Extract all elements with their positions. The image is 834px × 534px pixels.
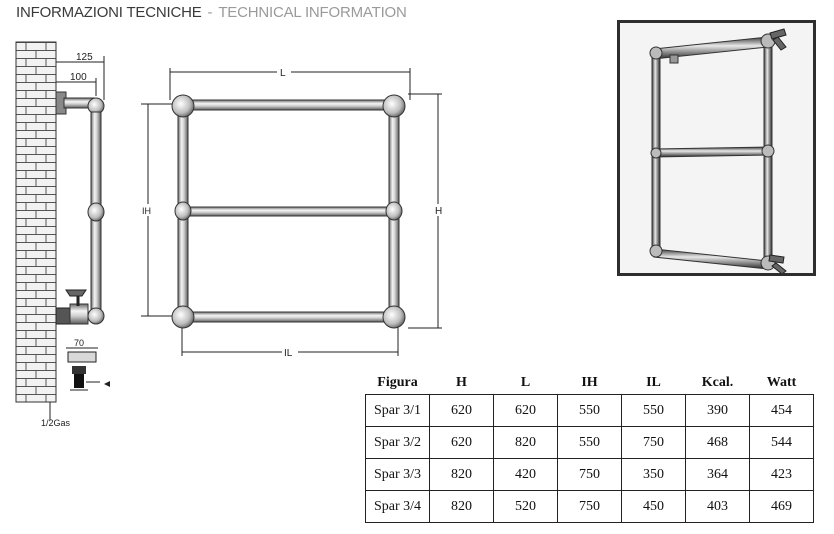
side-knob-middle [87,202,105,222]
table-cell: Spar 3/3 [365,458,430,491]
middle-rail [185,206,393,217]
knob-top-left [171,94,195,118]
table-cell: 820 [493,426,558,459]
title-italian: INFORMAZIONI TECNICHE [16,4,202,21]
table-cell: 350 [621,458,686,491]
knob-bottom-right [382,305,406,329]
header-il: IL [646,375,661,390]
table-cell: 544 [749,426,814,459]
table-cell: 450 [621,490,686,523]
table-cell: 620 [429,426,494,459]
title-separator: - [207,4,213,21]
header-watt: Watt [766,375,797,390]
valve-detail-icon [66,347,110,391]
specifications-table: Figura H L IH IL Kcal. Watt Spar 3/1 620… [365,372,814,523]
table-cell: 364 [685,458,750,491]
side-knob-bottom [87,307,105,325]
table-cell: 403 [685,490,750,523]
table-cell: 520 [493,490,558,523]
dim-100-label: 100 [70,72,87,83]
knob-top-right [382,94,406,118]
dim-IH-label: IH [142,206,151,216]
table-cell: 468 [685,426,750,459]
table-cell: 620 [493,394,558,427]
table-cell: 820 [429,458,494,491]
header-l: L [520,375,531,390]
table-row: Spar 3/4 820 520 750 450 403 469 [365,490,814,523]
header-kcal: Kcal. [701,375,734,390]
table-cell: 423 [749,458,814,491]
table-cell: Spar 3/2 [365,426,430,459]
table-cell: 750 [557,458,622,491]
table-row: Spar 3/3 820 420 750 350 364 423 [365,458,814,491]
side-view: 125 100 70 1/2Gas [15,41,110,428]
product-photo [617,20,816,276]
knob-middle-right [385,201,403,221]
side-dimension-lines [56,56,105,100]
table-row: Spar 3/1 620 620 550 550 390 454 [365,394,814,427]
table-cell: 750 [557,490,622,523]
valve-icon [55,289,89,325]
table-cell: 469 [749,490,814,523]
table-cell: 550 [557,426,622,459]
table-cell: 454 [749,394,814,427]
table-cell: 390 [685,394,750,427]
table-row: Spar 3/2 620 820 550 750 468 544 [365,426,814,459]
header-ih: IH [581,375,598,390]
top-rail [185,99,393,111]
table-cell: Spar 3/1 [365,394,430,427]
gas-connection-label: 1/2Gas [41,418,71,428]
header-figura: Figura [377,375,418,390]
bottom-rail [185,311,393,323]
table-cell: 620 [429,394,494,427]
table-cell: 820 [429,490,494,523]
knob-middle-left [174,201,192,221]
front-view: L IL IH H [141,66,445,359]
title-english: TECHNICAL INFORMATION [218,4,407,21]
table-cell: Spar 3/4 [365,490,430,523]
dim-H-label: H [435,206,442,217]
table-cell: 420 [493,458,558,491]
table-cell: 550 [621,394,686,427]
knob-bottom-left [171,305,195,329]
table-cell: 750 [621,426,686,459]
dim-IL-label: IL [284,348,293,359]
section-title: INFORMAZIONI TECNICHE-TECHNICAL INFORMAT… [16,4,407,21]
table-cell: 550 [557,394,622,427]
table-header-row: Figura H L IH IL Kcal. Watt [366,372,814,395]
towel-rail-photo-illustration [649,28,787,273]
header-h: H [456,375,467,390]
dim-125-label: 125 [76,52,93,63]
dim-70-label: 70 [74,338,84,348]
brick-wall [15,41,57,403]
dim-L-label: L [280,68,286,79]
